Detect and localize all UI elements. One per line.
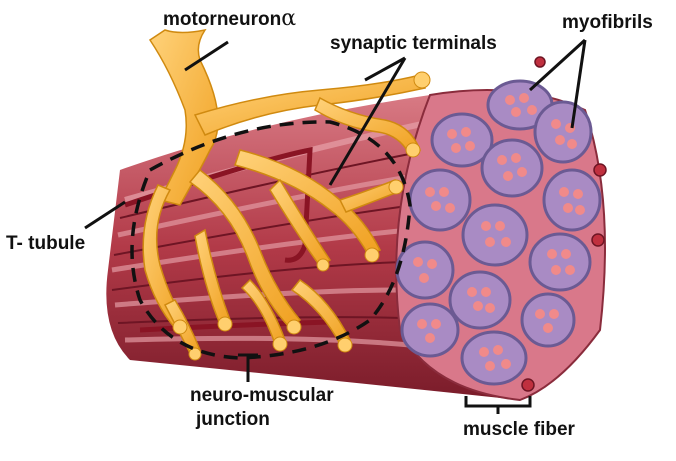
alpha-symbol: α [281,6,296,31]
synaptic-terminals-label: synaptic terminals [330,33,497,55]
motorneuron-label: motorneuronα [163,6,296,31]
neuro-muscular-label: neuro-muscular [190,385,334,407]
junction-label: junction [196,409,270,431]
myofibrils-label: myofibrils [562,12,653,34]
muscle-fiber-label: muscle fiber [463,419,575,441]
motorneuron-text: motorneuron [163,9,281,30]
t-tubule-label: T- tubule [6,233,85,255]
